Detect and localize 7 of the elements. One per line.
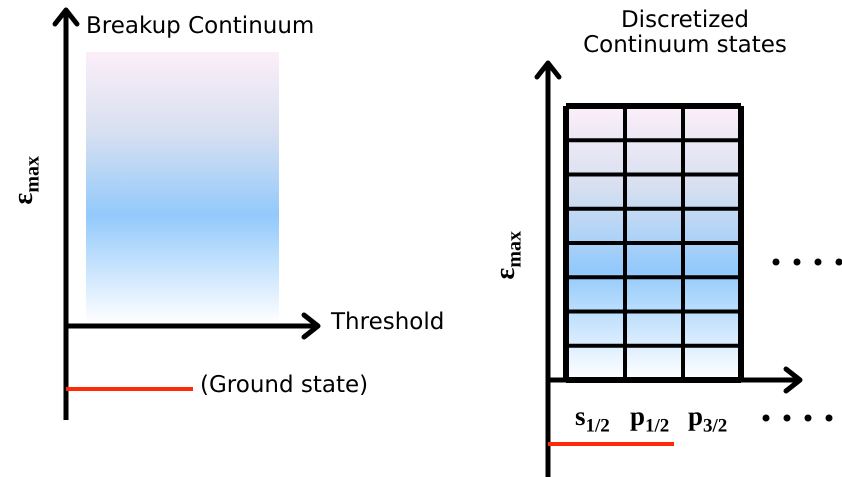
panel-title: Breakup Continuum — [86, 14, 314, 40]
axis-label: Threshold — [331, 310, 444, 336]
state-label: p$_{1/2}$ — [630, 402, 670, 438]
panel-title: Discretized Continuum states — [582, 8, 788, 59]
state-label: p$_{3/2}$ — [688, 402, 728, 438]
level-label: (Ground state) — [200, 373, 368, 398]
state-label: s$_{1/2}$ — [575, 402, 610, 438]
